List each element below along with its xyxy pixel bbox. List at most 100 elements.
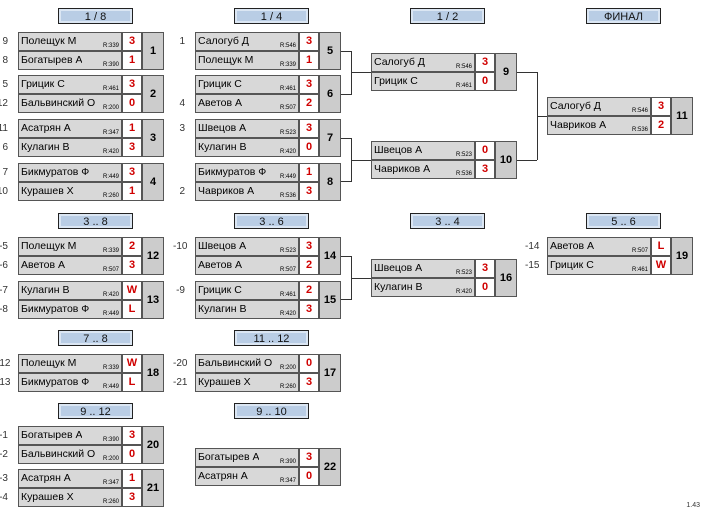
player-name: Грицик С bbox=[21, 78, 65, 90]
seed-number: -9 bbox=[176, 285, 185, 296]
score-cell: L bbox=[122, 300, 142, 319]
score-cell: 3 bbox=[475, 53, 495, 72]
match-number[interactable]: 9 bbox=[495, 53, 517, 91]
player-rating: R:390 bbox=[279, 459, 296, 465]
score-cell: 3 bbox=[299, 300, 319, 319]
score-cell: 3 bbox=[299, 119, 319, 138]
seed-number: 5 bbox=[2, 79, 8, 90]
match-number[interactable]: 22 bbox=[319, 448, 341, 486]
match-number[interactable]: 15 bbox=[319, 281, 341, 319]
score-cell: 3 bbox=[475, 259, 495, 278]
connector-line bbox=[351, 278, 371, 279]
score-cell: 3 bbox=[122, 426, 142, 445]
player-name: Салогуб Д bbox=[198, 35, 249, 47]
score-cell: 2 bbox=[122, 237, 142, 256]
match-number[interactable]: 10 bbox=[495, 141, 517, 179]
score-cell: 3 bbox=[122, 138, 142, 157]
match-number[interactable]: 6 bbox=[319, 75, 341, 113]
seed-number: -7 bbox=[0, 285, 8, 296]
player-cell[interactable]: Асатрян А R:347 bbox=[18, 469, 122, 488]
match-number[interactable]: 13 bbox=[142, 281, 164, 319]
player-rating: R:449 bbox=[102, 311, 119, 317]
match-number[interactable]: 3 bbox=[142, 119, 164, 157]
match-number[interactable]: 5 bbox=[319, 32, 341, 70]
match-number[interactable]: 2 bbox=[142, 75, 164, 113]
player-name: Аветов А bbox=[550, 240, 594, 252]
player-name: Курашев Х bbox=[21, 185, 74, 197]
match-number[interactable]: 4 bbox=[142, 163, 164, 201]
header-round-1-4: 1 / 4 bbox=[234, 8, 309, 24]
player-name: Чавриков А bbox=[198, 185, 255, 197]
match-number[interactable]: 18 bbox=[142, 354, 164, 392]
match-number[interactable]: 20 bbox=[142, 426, 164, 464]
match-number[interactable]: 14 bbox=[319, 237, 341, 275]
score-cell: 3 bbox=[651, 97, 671, 116]
player-name: Бикмуратов Ф bbox=[21, 376, 90, 388]
match-number[interactable]: 19 bbox=[671, 237, 693, 275]
player-name: Асатрян А bbox=[21, 472, 71, 484]
connector-line bbox=[351, 160, 371, 161]
match-number[interactable]: 16 bbox=[495, 259, 517, 297]
match-number[interactable]: 12 bbox=[142, 237, 164, 275]
player-name: Асатрян А bbox=[21, 122, 71, 134]
player-rating: R:347 bbox=[102, 480, 119, 486]
player-name: Аветов А bbox=[198, 259, 242, 271]
match-number[interactable]: 21 bbox=[142, 469, 164, 507]
player-name: Курашев Х bbox=[198, 376, 251, 388]
header-places-7-8: 7 .. 8 bbox=[58, 330, 133, 346]
match-number[interactable]: 11 bbox=[671, 97, 693, 135]
match-number[interactable]: 1 bbox=[142, 32, 164, 70]
seed-number: -4 bbox=[0, 492, 8, 503]
player-name: Богатырев А bbox=[198, 451, 260, 463]
match-number[interactable]: 17 bbox=[319, 354, 341, 392]
score-cell: 3 bbox=[299, 237, 319, 256]
player-name: Грицик С bbox=[374, 75, 418, 87]
match-number[interactable]: 7 bbox=[319, 119, 341, 157]
seed-number: 3 bbox=[179, 123, 185, 134]
match-number[interactable]: 8 bbox=[319, 163, 341, 201]
player-cell[interactable]: Богатырев А R:390 bbox=[195, 448, 299, 467]
